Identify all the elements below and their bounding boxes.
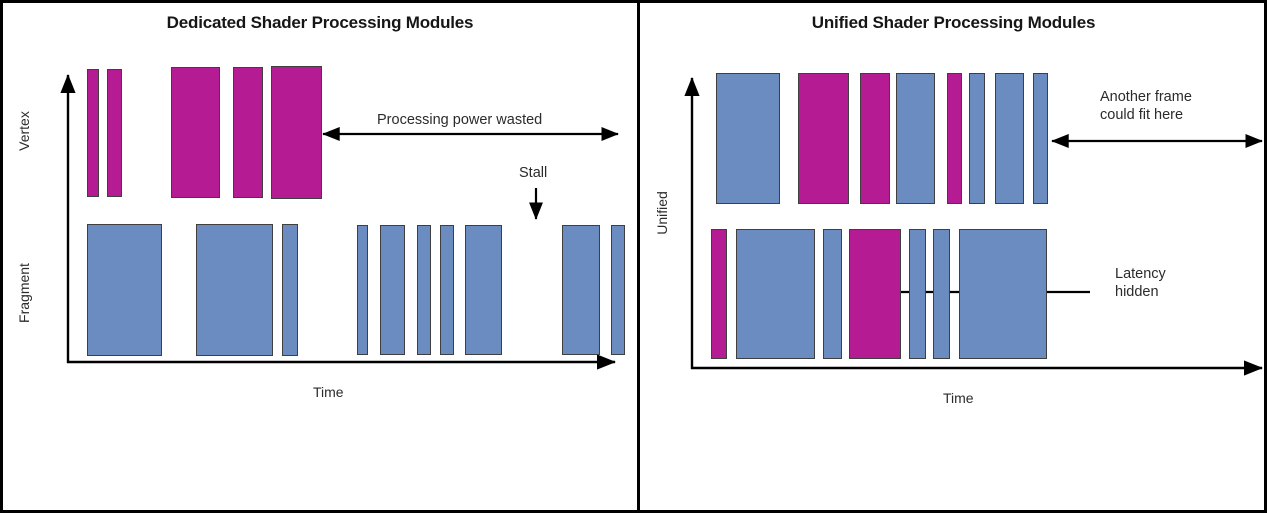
bar-unified-unified-bottom-6	[959, 229, 1047, 359]
bar-unified-unified-top-0	[716, 73, 780, 204]
axis-label-time-right: Time	[943, 390, 974, 406]
bar-unified-unified-bottom-4	[909, 229, 926, 359]
panel-unified-shader: Unified Shader Processing Modules Unifie…	[637, 3, 1264, 510]
bar-dedicated-fragment-9	[611, 225, 625, 355]
panel-title-dedicated: Dedicated Shader Processing Modules	[166, 13, 474, 32]
axis-label-fragment: Fragment	[16, 263, 32, 323]
bar-dedicated-vertex-3	[233, 67, 263, 198]
bar-unified-unified-bottom-0	[711, 229, 727, 359]
bar-unified-unified-top-5	[969, 73, 985, 204]
bar-dedicated-fragment-7	[465, 225, 502, 355]
bar-dedicated-fragment-3	[357, 225, 368, 355]
annotation-processing-power-wasted: Processing power wasted	[377, 112, 543, 128]
bar-unified-unified-bottom-1	[736, 229, 815, 359]
bar-dedicated-fragment-0	[87, 224, 162, 356]
bar-dedicated-vertex-1	[107, 69, 122, 197]
axis-label-vertex: Vertex	[16, 111, 32, 151]
bar-unified-unified-top-7	[1033, 73, 1048, 204]
bar-unified-unified-bottom-3	[849, 229, 901, 359]
bar-dedicated-vertex-4	[271, 66, 322, 199]
bar-dedicated-fragment-1	[196, 224, 273, 356]
axis-label-time-left: Time	[313, 384, 344, 400]
bar-dedicated-vertex-2	[171, 67, 220, 198]
bar-dedicated-fragment-8	[562, 225, 600, 355]
annotation-latency-hidden: Latency hidden	[1115, 266, 1166, 300]
bar-unified-unified-bottom-2	[823, 229, 842, 359]
bar-dedicated-vertex-0	[87, 69, 99, 197]
annotation-stall: Stall	[519, 165, 548, 181]
bar-dedicated-fragment-5	[417, 225, 431, 355]
bar-dedicated-fragment-2	[282, 224, 298, 356]
bar-unified-unified-top-6	[995, 73, 1024, 204]
bar-dedicated-fragment-6	[440, 225, 454, 355]
bar-unified-unified-top-2	[860, 73, 890, 204]
axis-label-unified: Unified	[654, 191, 670, 235]
bar-unified-unified-top-1	[798, 73, 849, 204]
panel-dedicated-shader: Dedicated Shader Processing Modules Vert…	[3, 3, 637, 510]
bar-unified-unified-top-4	[947, 73, 962, 204]
bar-unified-unified-top-3	[896, 73, 935, 204]
bar-dedicated-fragment-4	[380, 225, 405, 355]
annotation-another-frame: Another frame could fit here	[1100, 89, 1192, 123]
panel-title-unified: Unified Shader Processing Modules	[811, 13, 1096, 32]
bar-unified-unified-bottom-5	[933, 229, 950, 359]
